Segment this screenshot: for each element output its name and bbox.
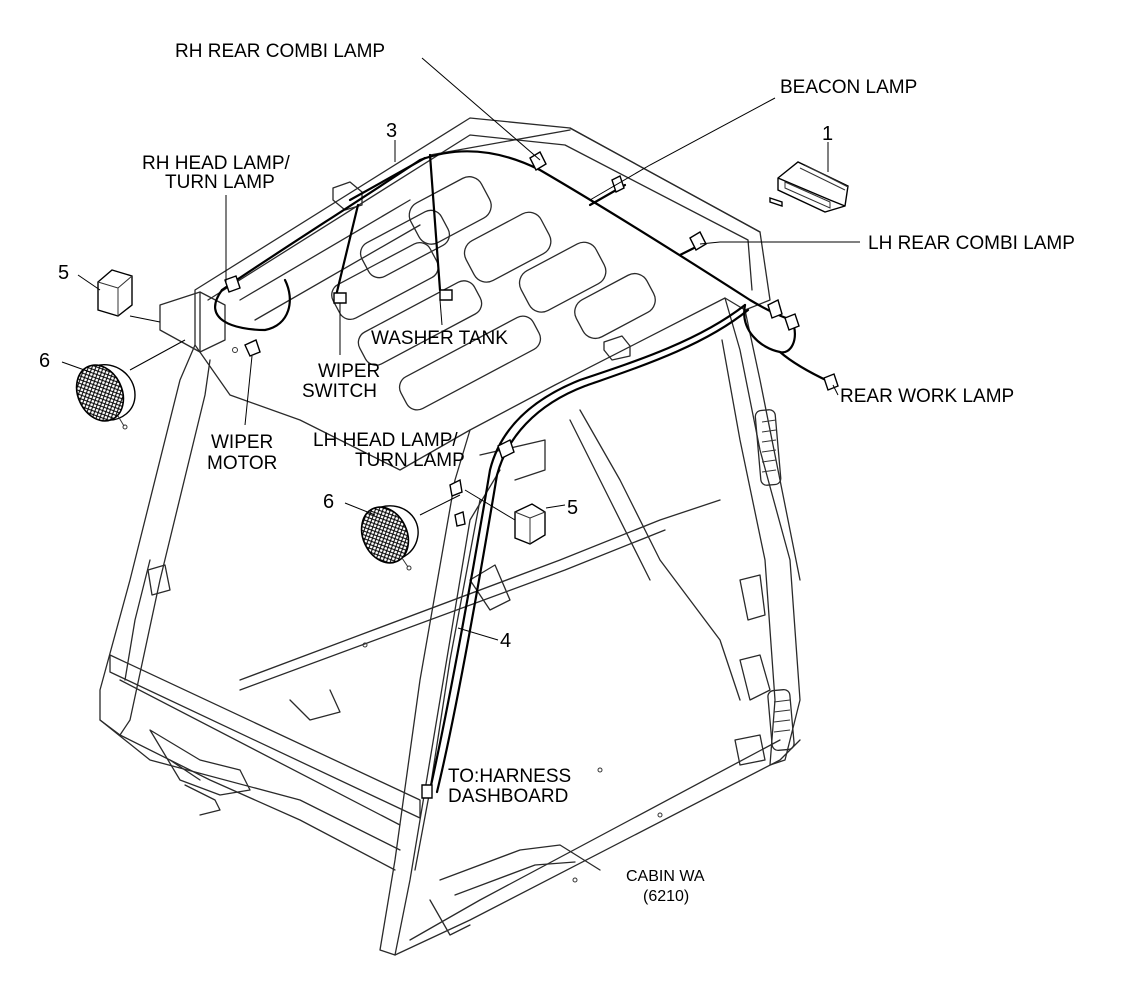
harness-4-pillar	[428, 303, 750, 794]
callout-numbers: 1 3 4 5 5 6 6	[39, 120, 833, 652]
label-lh-rear-combi-lamp: LH REAR COMBI LAMP	[868, 233, 1075, 254]
label-cabin-line1: CABIN WA	[626, 868, 705, 885]
label-cabin-line2: (6210)	[643, 888, 689, 905]
turn-lamp-right-part	[514, 503, 546, 545]
label-to-harness-line2: DASHBOARD	[448, 786, 568, 807]
callout-6-right: 6	[323, 491, 334, 513]
harness-3-roof	[214, 150, 832, 384]
callout-4: 4	[500, 630, 511, 652]
callout-3: 3	[386, 120, 397, 142]
label-to-harness-line1: TO:HARNESS	[448, 766, 571, 787]
connectors	[224, 151, 839, 799]
label-lh-head-lamp-line1: LH HEAD LAMP/	[313, 430, 458, 451]
turn-lamp-left-part	[97, 269, 133, 317]
labels: RH REAR COMBI LAMP BEACON LAMP LH REAR C…	[142, 41, 1075, 905]
label-wiper-motor-line1: WIPER	[211, 432, 273, 453]
head-lamp-left-part	[75, 364, 136, 430]
callout-5-right: 5	[567, 497, 578, 519]
label-wiper-switch-line2: SWITCH	[302, 381, 377, 402]
label-rh-head-lamp-line2: TURN LAMP	[165, 172, 275, 193]
beacon-lamp-part	[769, 161, 849, 213]
head-lamp-right-part	[360, 505, 419, 571]
cabin-frame	[99, 117, 801, 956]
label-lh-head-lamp-line2: TURN LAMP	[355, 450, 465, 471]
label-rh-rear-combi-lamp: RH REAR COMBI LAMP	[175, 41, 385, 62]
label-beacon-lamp: BEACON LAMP	[780, 77, 917, 98]
label-wiper-motor-line2: MOTOR	[207, 453, 277, 474]
label-wiper-switch-line1: WIPER	[318, 361, 380, 382]
callout-5-left: 5	[58, 262, 69, 284]
label-washer-tank: WASHER TANK	[371, 328, 508, 349]
callout-6-left: 6	[39, 350, 50, 372]
callout-1: 1	[822, 123, 833, 145]
label-rear-work-lamp: REAR WORK LAMP	[840, 386, 1014, 407]
leader-lines	[61, 57, 860, 641]
label-rh-head-lamp-line1: RH HEAD LAMP/	[142, 153, 291, 174]
